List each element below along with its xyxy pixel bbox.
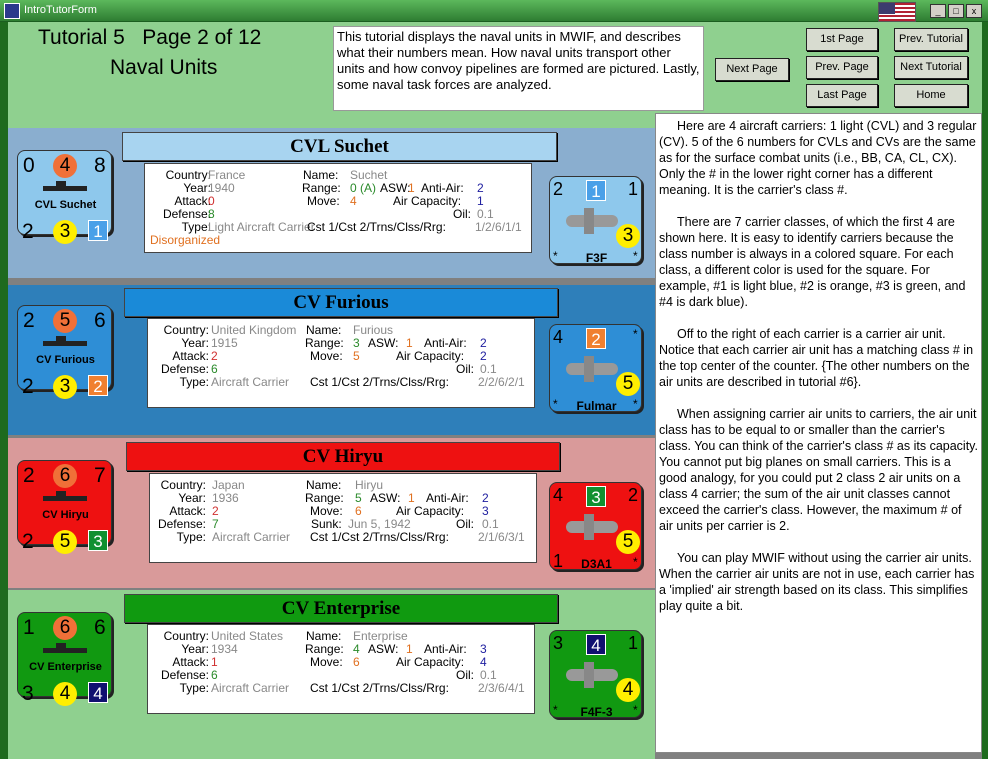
close-button[interactable]: x: [966, 4, 982, 18]
unit-header-suchet: CVL Suchet: [122, 132, 557, 161]
tutorial-subtitle: Naval Units: [110, 56, 218, 79]
air-counter-fulmar[interactable]: 4 2 * 5 ** Fulmar: [549, 324, 642, 413]
next-page-button[interactable]: Next Page: [715, 58, 789, 81]
unit-header-enterprise: CV Enterprise: [124, 594, 558, 623]
prev-tutorial-button[interactable]: Prev. Tutorial: [894, 28, 968, 51]
unit-header-hiryu: CV Hiryu: [126, 442, 560, 471]
counter-cv-hiryu[interactable]: 2 6 7 CV Hiryu 2 5 3: [17, 460, 112, 554]
unit-header-furious: CV Furious: [124, 288, 558, 317]
unit-info-hiryu: Country: Japan Year: 1936 Attack: 2 Defe…: [149, 473, 537, 563]
us-flag-icon: [878, 2, 916, 22]
maximize-button[interactable]: □: [948, 4, 964, 18]
next-tutorial-button[interactable]: Next Tutorial: [894, 56, 968, 79]
explanation-paragraph: There are 7 carrier classes, of which th…: [659, 215, 966, 309]
ship-icon: [43, 186, 87, 191]
ship-icon: [43, 341, 87, 346]
unit-info-enterprise: Country: United States Year: 1934 Attack…: [147, 624, 535, 714]
air-counter-f4f3[interactable]: 3 4 1 4 ** F4F-3: [549, 630, 642, 719]
tutorial-title: Tutorial 5 Page 2 of 12: [38, 26, 262, 49]
prev-page-button[interactable]: Prev. Page: [806, 56, 878, 79]
left-frame: [0, 22, 8, 759]
window-title: IntroTutorForm: [24, 4, 97, 16]
last-page-button[interactable]: Last Page: [806, 84, 878, 107]
explanation-paragraph: You can play MWIF without using the carr…: [659, 551, 975, 613]
ship-icon: [43, 648, 87, 653]
unit-info-furious: Country: United Kingdom Year: 1915 Attac…: [147, 318, 535, 408]
air-counter-f3f[interactable]: 2 1 1 3 ** F3F: [549, 176, 642, 265]
ship-icon: [43, 496, 87, 501]
home-button[interactable]: Home: [894, 84, 968, 107]
right-frame: [982, 22, 988, 759]
explanation-paragraph: Off to the right of each carrier is a ca…: [659, 327, 974, 389]
air-counter-d3a1[interactable]: 4 3 2 5 1 * D3A1: [549, 482, 642, 571]
app-icon: [4, 3, 20, 19]
counter-cv-furious[interactable]: 2 5 6 CV Furious 2 3 2: [17, 305, 112, 399]
unit-info-suchet: Country: France Year: 1940 Attack: 0 Def…: [144, 163, 532, 253]
counter-cvl-suchet[interactable]: 0 4 8 CVL Suchet 2 3 1: [17, 150, 112, 244]
tutorial-description: This tutorial displays the naval units i…: [333, 26, 704, 111]
explanation-paragraph: Here are 4 aircraft carriers: 1 light (C…: [659, 119, 977, 197]
minimize-button[interactable]: _: [930, 4, 946, 18]
counter-cv-enterprise[interactable]: 1 6 6 CV Enterprise 3 4 4: [17, 612, 112, 706]
explanation-text: Here are 4 aircraft carriers: 1 light (C…: [655, 113, 982, 753]
title-bar: IntroTutorForm _ □ x: [0, 0, 988, 22]
explanation-paragraph: When assigning carrier air units to carr…: [659, 407, 978, 533]
first-page-button[interactable]: 1st Page: [806, 28, 878, 51]
